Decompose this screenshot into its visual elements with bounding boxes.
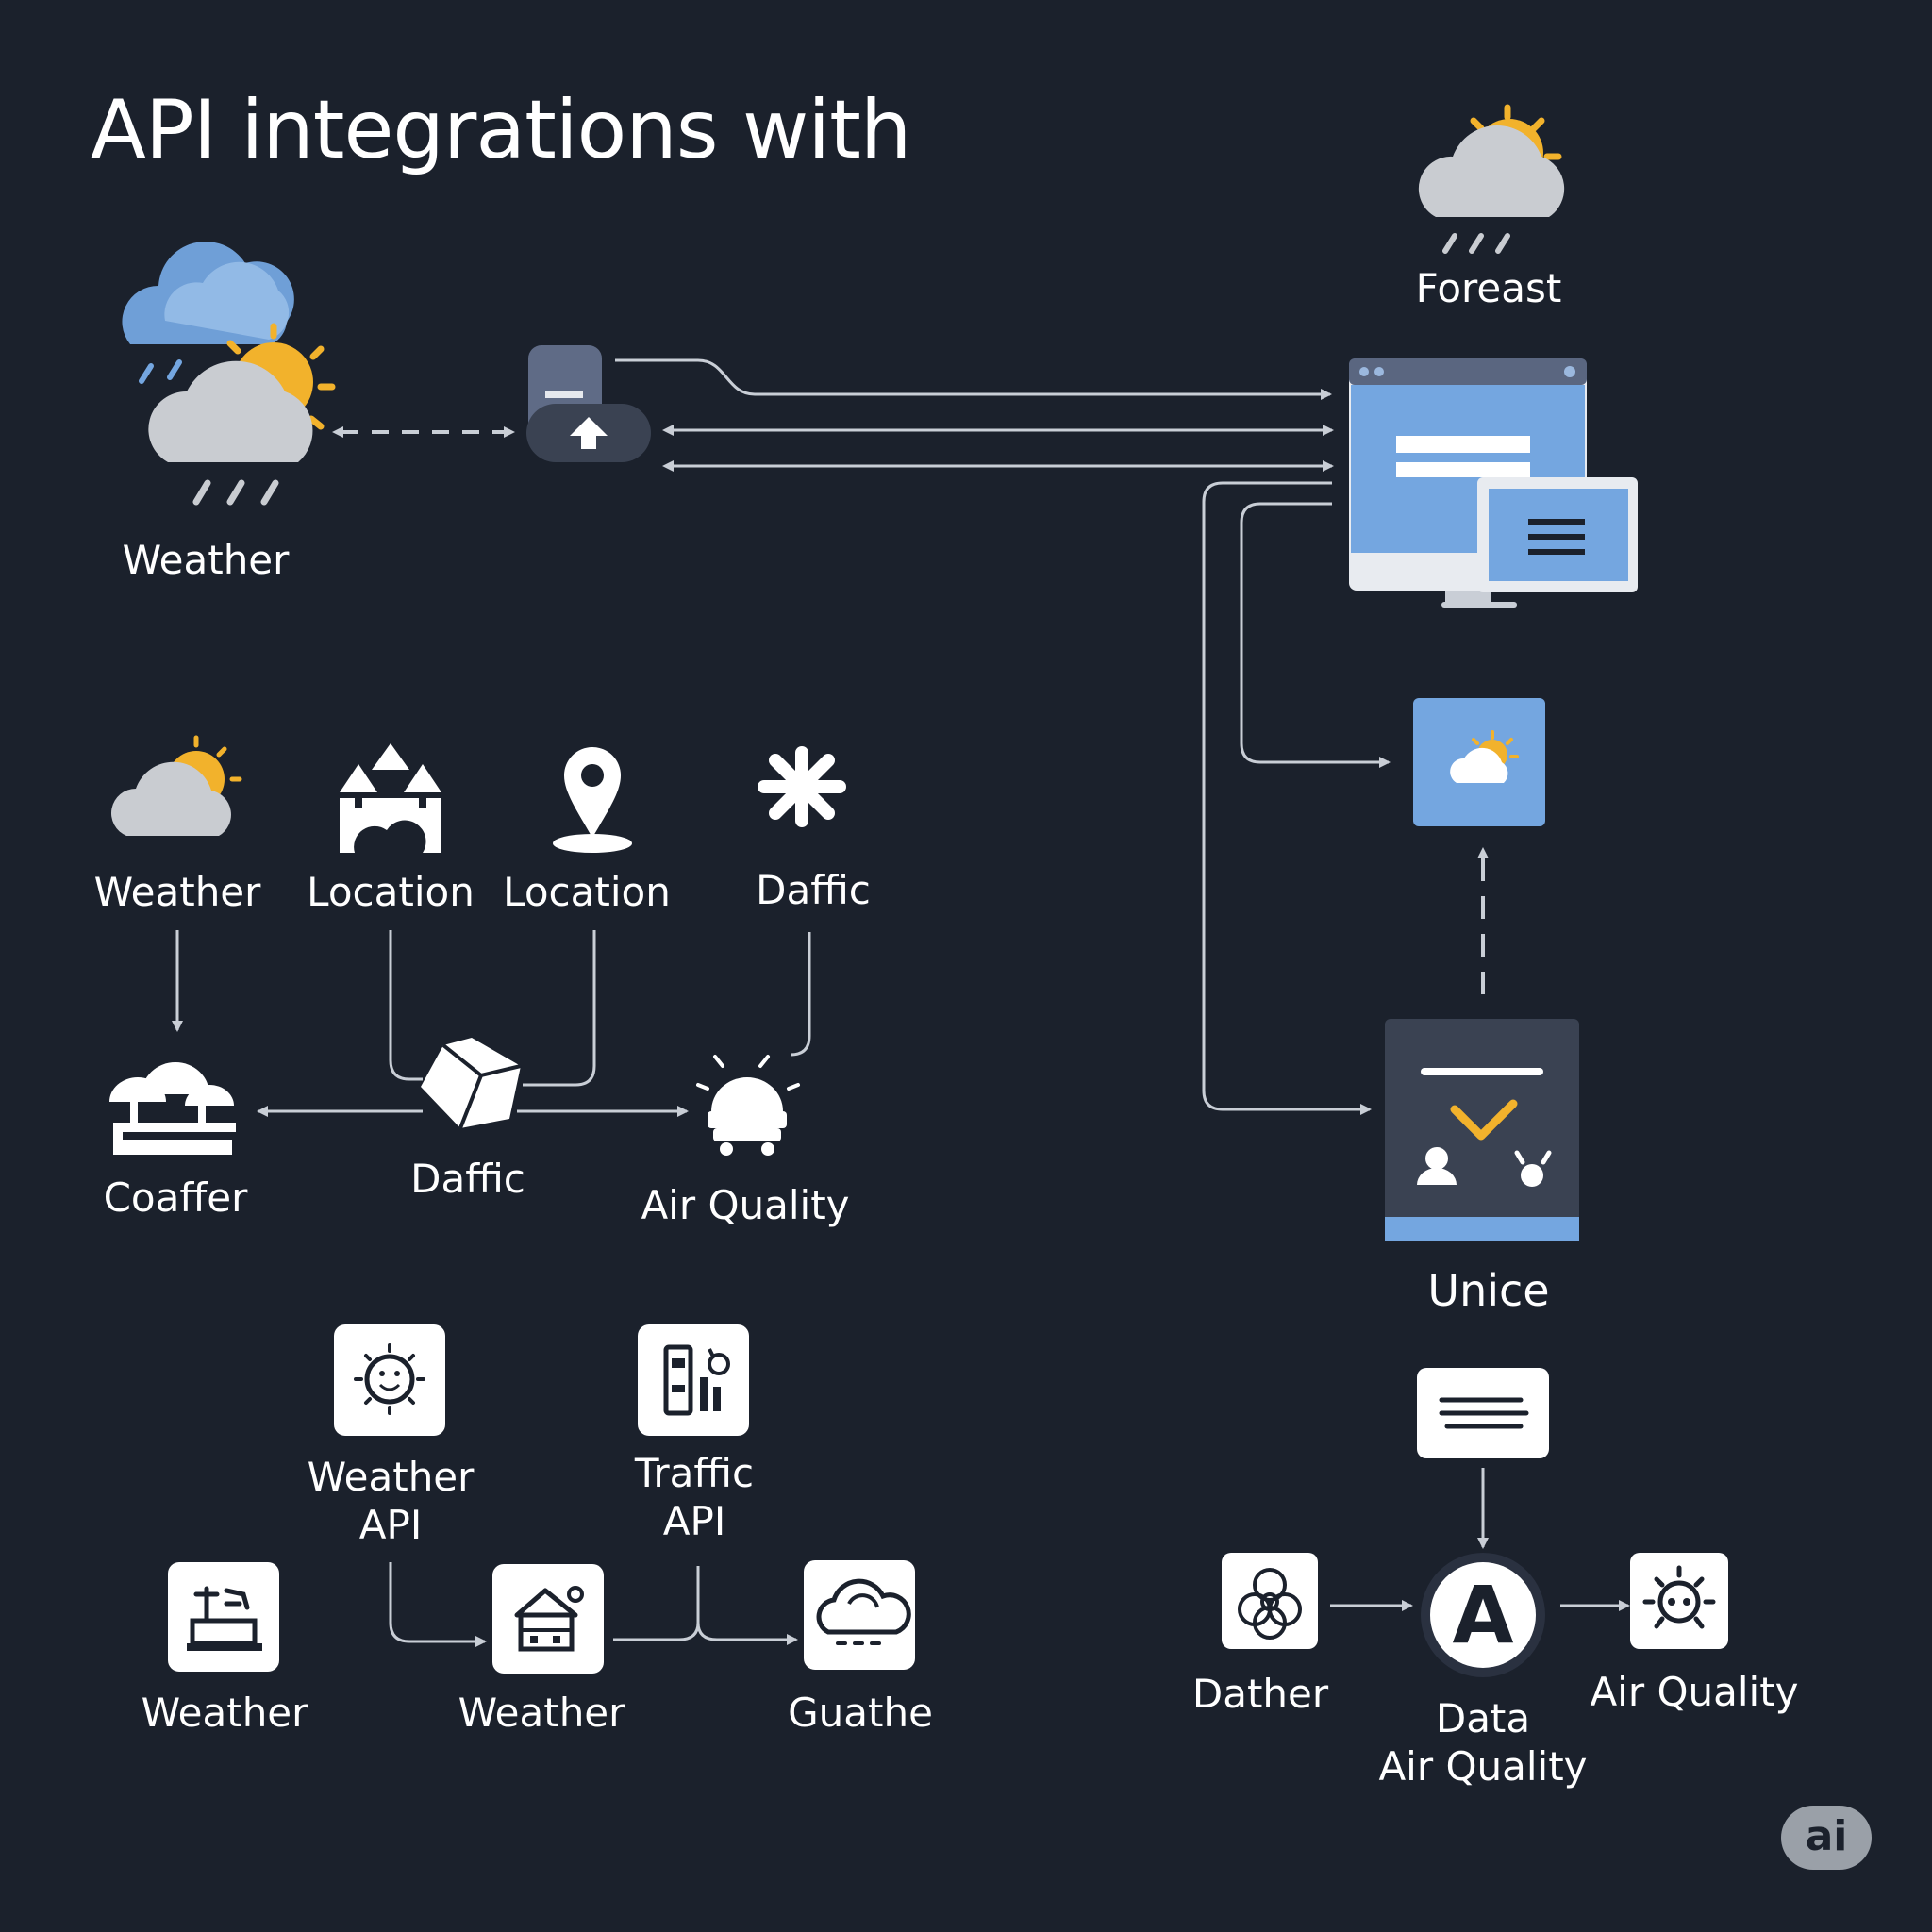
dafficTop-airquality-link — [790, 932, 811, 1057]
weather-api-tile — [334, 1324, 445, 1436]
data-hub-circle — [1421, 1553, 1545, 1677]
dather-label: Dather — [1191, 1671, 1329, 1717]
trafficapi-merge-link — [613, 1566, 700, 1641]
trafficapi-guathe-link — [696, 1622, 798, 1645]
dashboard-monitor-icon — [1349, 358, 1638, 608]
location-castle-icon — [340, 743, 441, 853]
traffic-api-tile — [638, 1324, 749, 1436]
location-1-label: Location — [307, 869, 475, 915]
cloud-upload-folder-icon — [526, 345, 651, 462]
weatherapi-house-link — [389, 1562, 487, 1647]
weather-left-tile — [168, 1562, 279, 1672]
monitor-weathertile-link — [1240, 502, 1391, 768]
data-hub-letter: A — [1452, 1569, 1514, 1661]
weather-bottom-mid-label: Weather — [458, 1690, 625, 1736]
unice-panel-icon — [1385, 1019, 1579, 1241]
traffic-api-label: Traffic API — [634, 1450, 755, 1545]
coaffer-shelter-icon — [109, 1062, 236, 1155]
weather-cluster-icon — [122, 241, 336, 506]
daffic-traffic-icon — [758, 746, 846, 827]
coaffer-label: Coaffer — [103, 1174, 248, 1221]
daffic-top-label: Daffic — [756, 867, 871, 913]
air-quality-right-label: Air Quality — [1590, 1669, 1799, 1715]
guathe-cloud-tile — [804, 1560, 915, 1670]
weather-bottom-left-label: Weather — [141, 1690, 308, 1736]
weather-middle-label: Weather — [93, 869, 261, 915]
air-quality-middle-label: Air Quality — [641, 1182, 850, 1228]
weather-sun-cloud-icon — [111, 735, 242, 836]
data-stream-tile — [1417, 1368, 1549, 1458]
page-title: API integrations with — [91, 83, 911, 177]
monitor-unice-link — [1202, 481, 1372, 1115]
folder-monitor-link-1 — [615, 358, 1332, 400]
guathe-label: Guathe — [788, 1690, 933, 1736]
location1-daffic-link — [389, 930, 423, 1081]
location2-daffic-link — [523, 930, 596, 1087]
weather-top-label: Weather — [122, 537, 290, 583]
air-quality-sensor-icon — [696, 1055, 800, 1156]
location-pin-icon — [553, 747, 632, 853]
ai-badge[interactable]: ai — [1781, 1806, 1872, 1870]
air-quality-tile — [1630, 1553, 1728, 1649]
location-2-label: Location — [503, 869, 671, 915]
daffic-cube-icon — [421, 1038, 522, 1129]
dather-tile — [1222, 1553, 1318, 1649]
data-air-quality-label: Data Air Quality — [1378, 1695, 1588, 1790]
weather-widget-tile — [1413, 698, 1545, 826]
forecast-icon — [1418, 104, 1565, 254]
unice-label: Unice — [1427, 1265, 1550, 1316]
weather-house-tile — [492, 1564, 604, 1674]
forecast-label: Foreast — [1415, 265, 1562, 311]
weather-api-label: Weather API — [307, 1454, 475, 1549]
daffic-center-label: Daffic — [410, 1156, 525, 1202]
